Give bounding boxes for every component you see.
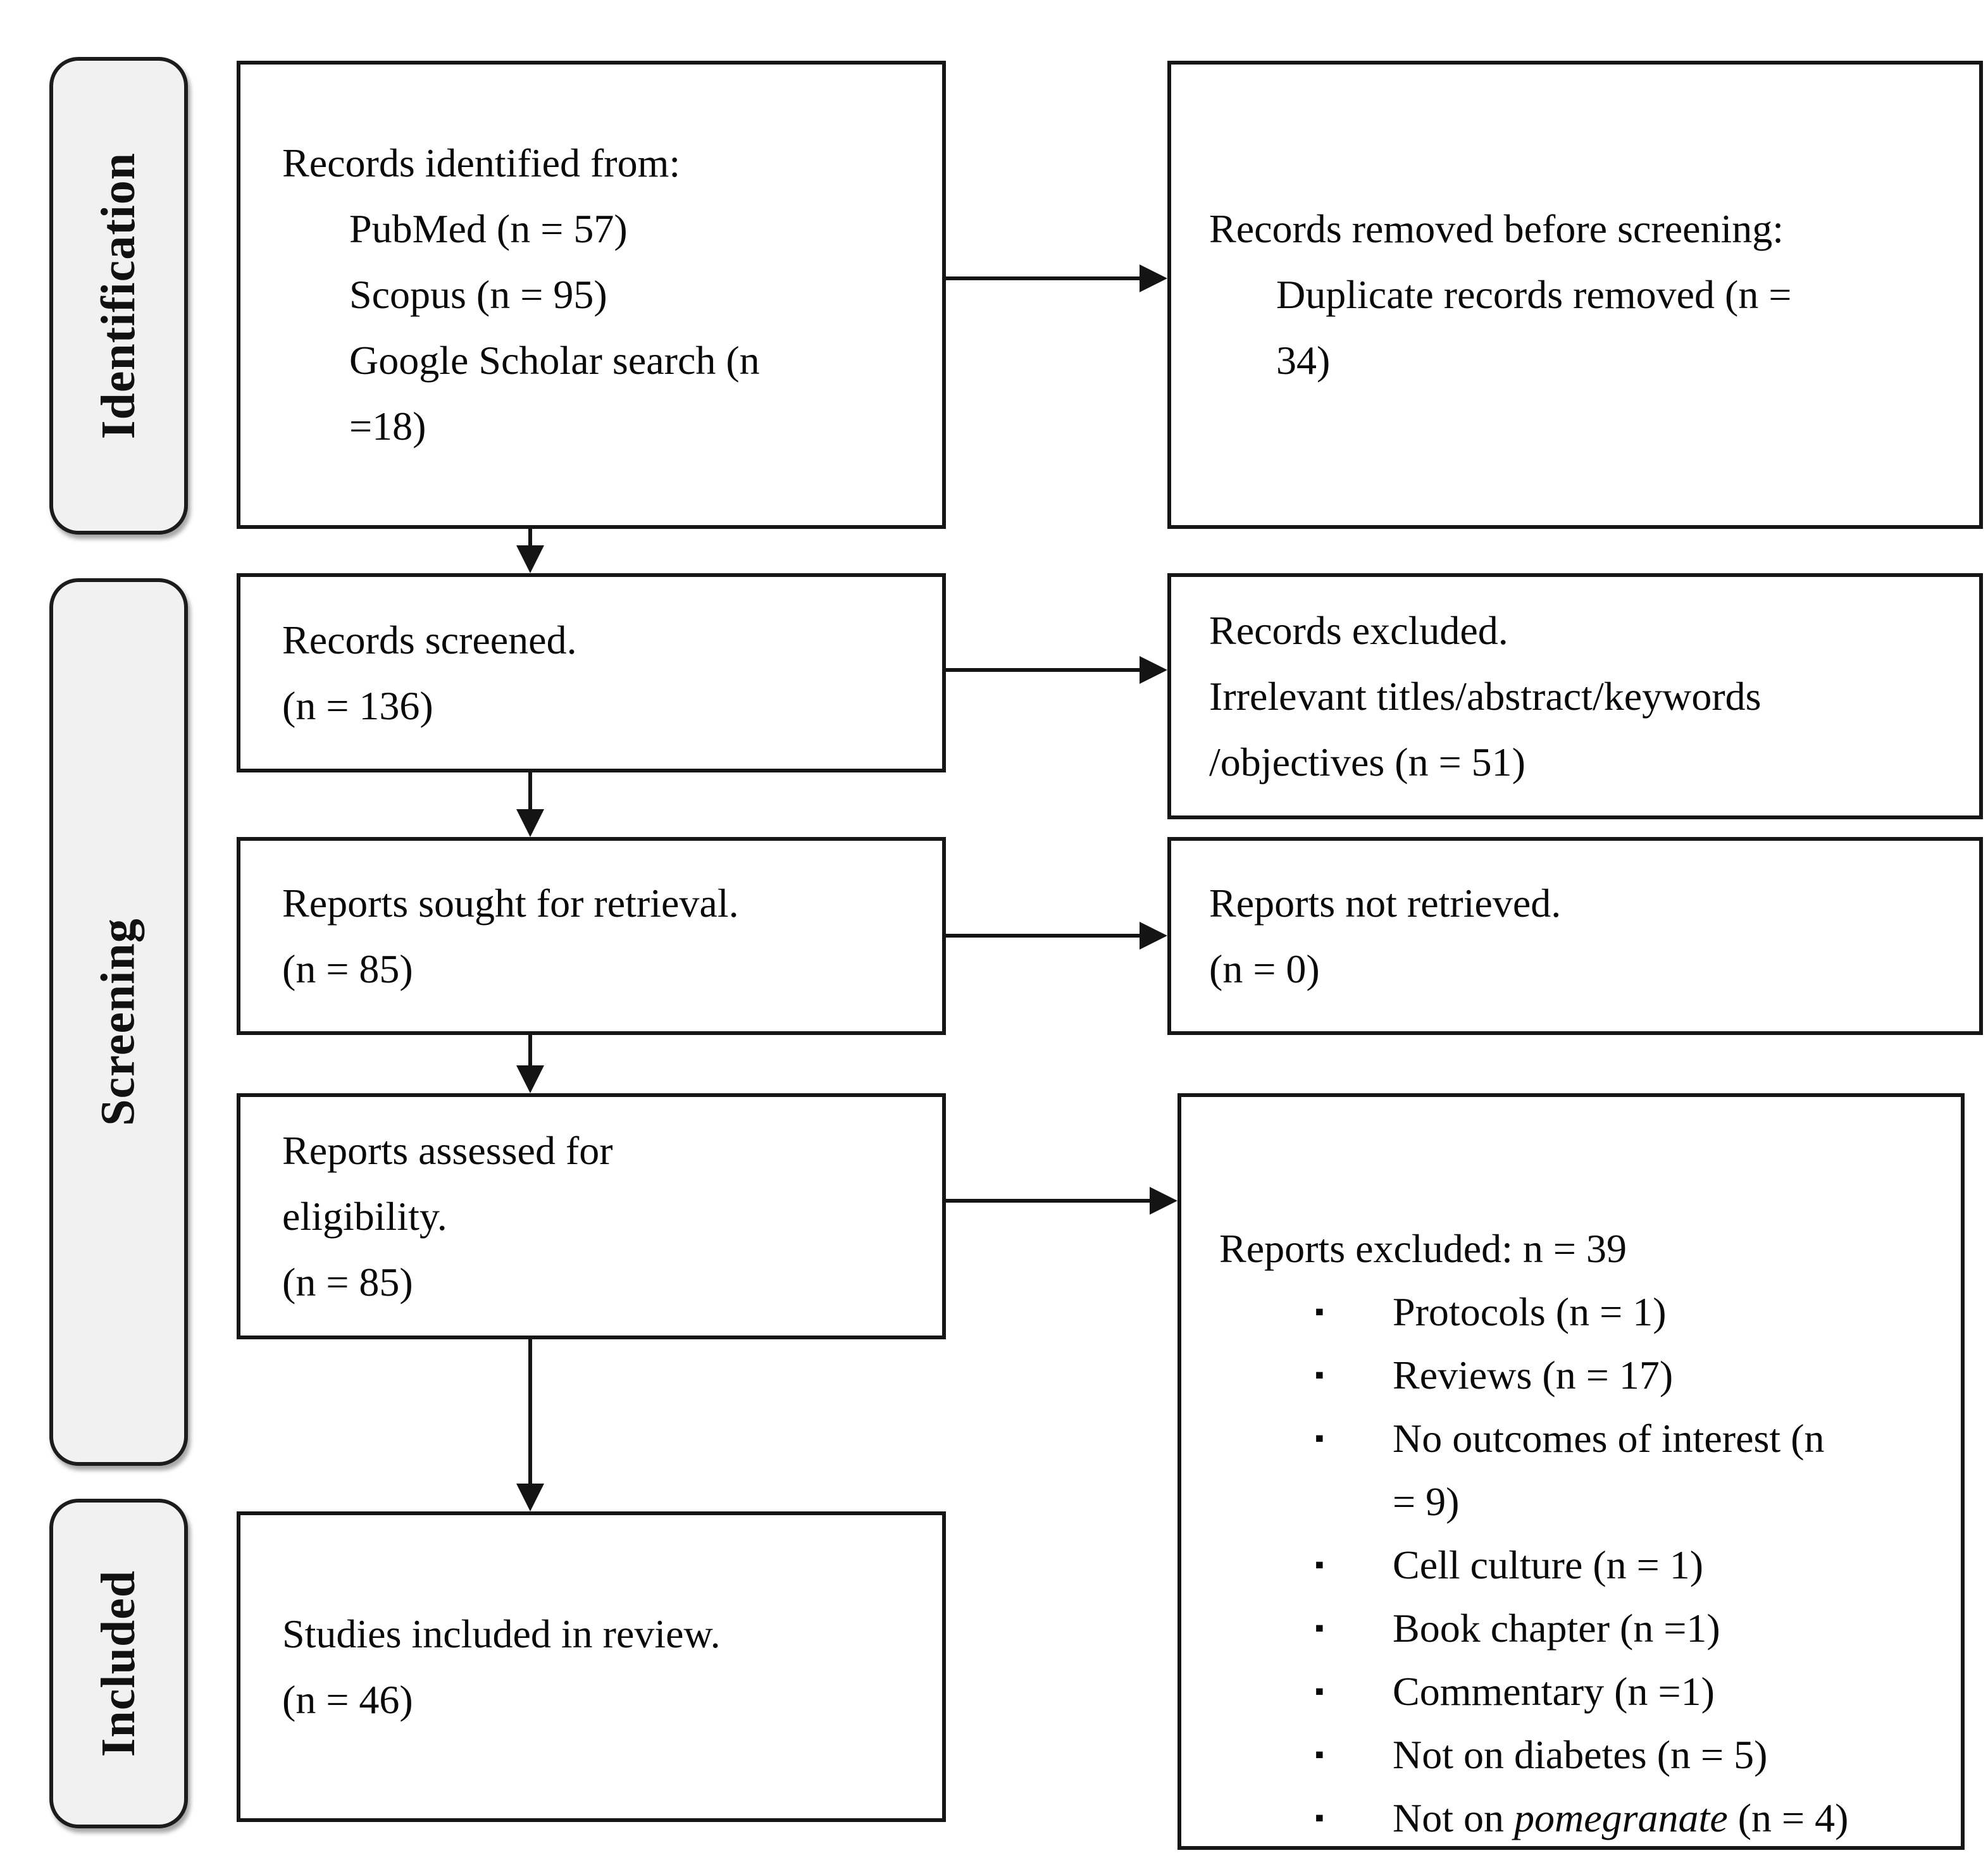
arrow-head (516, 1484, 544, 1511)
bullet-text: Not on pomegranate (n = 4) (1393, 1787, 1942, 1850)
arrow-identified-to-removed (946, 264, 1167, 292)
bullet-text: Not on diabetes (n = 5) (1393, 1732, 1768, 1777)
list-item: ▪ No outcomes of interest (n = 9) (1219, 1407, 1942, 1534)
bullet-square-icon: ▪ (1315, 1298, 1324, 1327)
arrow-assessed-to-included (516, 1339, 544, 1511)
box-text-line: Reports not retrieved. (1209, 880, 1562, 926)
box-text-line: /objectives (n = 51) (1209, 739, 1525, 784)
arrow-sought-to-not-retrieved (946, 922, 1167, 950)
bullet-square-icon: ▪ (1315, 1740, 1324, 1770)
arrow-line (528, 529, 532, 548)
box-text-line: Records screened. (282, 617, 577, 662)
studies-included-box: Studies included in review. (n = 46) (237, 1511, 946, 1822)
box-text-line: (n = 0) (1209, 946, 1320, 991)
box-text-line: Studies included in review. (282, 1611, 721, 1656)
reports-not-retrieved-box: Reports not retrieved. (n = 0) (1167, 837, 1983, 1035)
reports-sought-box: Reports sought for retrieval. (n = 85) (237, 837, 946, 1035)
box-text-line: (n = 136) (282, 683, 433, 728)
records-removed-box: Records removed before screening: Duplic… (1167, 61, 1983, 529)
bullet-text-italic: pomegranate (1514, 1795, 1728, 1840)
stage-label-text: Screening (92, 918, 146, 1126)
list-item: ▪ Protocols (n = 1) (1219, 1280, 1942, 1344)
arrow-head (1140, 922, 1167, 950)
bullet-square-icon: ▪ (1315, 1614, 1324, 1643)
box-text-line: (n = 85) (282, 946, 413, 991)
bullet-text-line: No outcomes of interest (n (1393, 1416, 1825, 1461)
arrow-line (946, 276, 1142, 280)
stage-label-included: Included (49, 1499, 188, 1828)
box-text-line: Reports excluded: n = 39 (1219, 1226, 1627, 1271)
box-text-line: Records identified from: (282, 140, 681, 185)
bullet-text-line: = 9) (1393, 1479, 1460, 1524)
bullet-text: Commentary (n =1) (1393, 1669, 1715, 1714)
bullet-text-segment: Not on (1393, 1795, 1514, 1840)
arrow-screened-to-excluded (946, 656, 1167, 684)
box-text-line: PubMed (n = 57) (349, 206, 628, 251)
arrow-head (1140, 656, 1167, 684)
box-text-line: eligibility. (282, 1193, 447, 1239)
box-text-line: Scopus (n = 95) (349, 272, 607, 317)
box-text-line: Records removed before screening: (1209, 206, 1784, 251)
arrow-head (1150, 1187, 1177, 1215)
bullet-square-icon: ▪ (1315, 1677, 1324, 1706)
bullet-square-icon: ▪ (1315, 1551, 1324, 1580)
list-item: ▪ Book chapter (n =1) (1219, 1597, 1942, 1660)
stage-label-identification: Identification (49, 57, 188, 535)
box-text-line: Irrelevant titles/abstract/keywords (1209, 673, 1761, 719)
records-excluded-box: Records excluded. Irrelevant titles/abst… (1167, 573, 1983, 819)
bullet-square-icon: ▪ (1315, 1361, 1324, 1390)
arrow-screened-to-sought (516, 772, 544, 837)
box-text-line: Reports sought for retrieval. (282, 880, 739, 926)
bullet-text: Book chapter (n =1) (1393, 1606, 1720, 1651)
arrow-assessed-to-reports-excluded (946, 1187, 1177, 1215)
arrow-line (946, 934, 1142, 938)
box-text-line: Records excluded. (1209, 607, 1508, 653)
box-text-line: Reports assessed for (282, 1127, 613, 1173)
arrow-line (528, 1339, 532, 1486)
arrow-line (528, 1035, 532, 1068)
arrow-head (1140, 264, 1167, 292)
bullet-text: No outcomes of interest (n = 9) (1393, 1407, 1942, 1534)
reports-assessed-box: Reports assessed for eligibility. (n = 8… (237, 1093, 946, 1339)
box-text-line: 34) (1276, 338, 1331, 383)
records-identified-box: Records identified from: PubMed (n = 57)… (237, 61, 946, 529)
bullet-text: Protocols (n = 1) (1393, 1289, 1667, 1334)
list-item: ▪ Not on pomegranate (n = 4) (1219, 1787, 1942, 1850)
box-text-line: Google Scholar search (n (349, 338, 760, 383)
arrow-line (528, 772, 532, 812)
box-text-line: (n = 85) (282, 1259, 413, 1305)
list-item: ▪ Cell culture (n = 1) (1219, 1534, 1942, 1597)
stage-label-screening: Screening (49, 578, 188, 1466)
bullet-text-segment: (n = 4) (1727, 1795, 1849, 1840)
arrow-line (946, 1199, 1152, 1203)
arrow-head (516, 1065, 544, 1093)
bullet-square-icon: ▪ (1315, 1804, 1324, 1833)
stage-label-text: Identification (92, 152, 145, 440)
arrow-identified-to-screened (516, 529, 544, 573)
box-text-line: =18) (349, 404, 426, 449)
arrow-sought-to-assessed (516, 1035, 544, 1093)
arrow-line (946, 668, 1142, 672)
bullet-text: Reviews (n = 17) (1393, 1353, 1674, 1398)
bullet-square-icon: ▪ (1315, 1424, 1324, 1453)
bullet-text: Cell culture (n = 1) (1393, 1542, 1704, 1587)
box-text-line: Duplicate records removed (n = (1276, 272, 1792, 317)
arrow-head (516, 809, 544, 837)
reports-excluded-box: Reports excluded: n = 39 ▪ Protocols (n … (1177, 1093, 1965, 1850)
arrow-head (516, 545, 544, 573)
records-screened-box: Records screened. (n = 136) (237, 573, 946, 772)
list-item: ▪ Commentary (n =1) (1219, 1660, 1942, 1723)
stage-label-text: Included (92, 1570, 146, 1757)
list-item: ▪ Reviews (n = 17) (1219, 1344, 1942, 1407)
box-text-line: (n = 46) (282, 1677, 413, 1722)
list-item: ▪ Not on diabetes (n = 5) (1219, 1723, 1942, 1787)
